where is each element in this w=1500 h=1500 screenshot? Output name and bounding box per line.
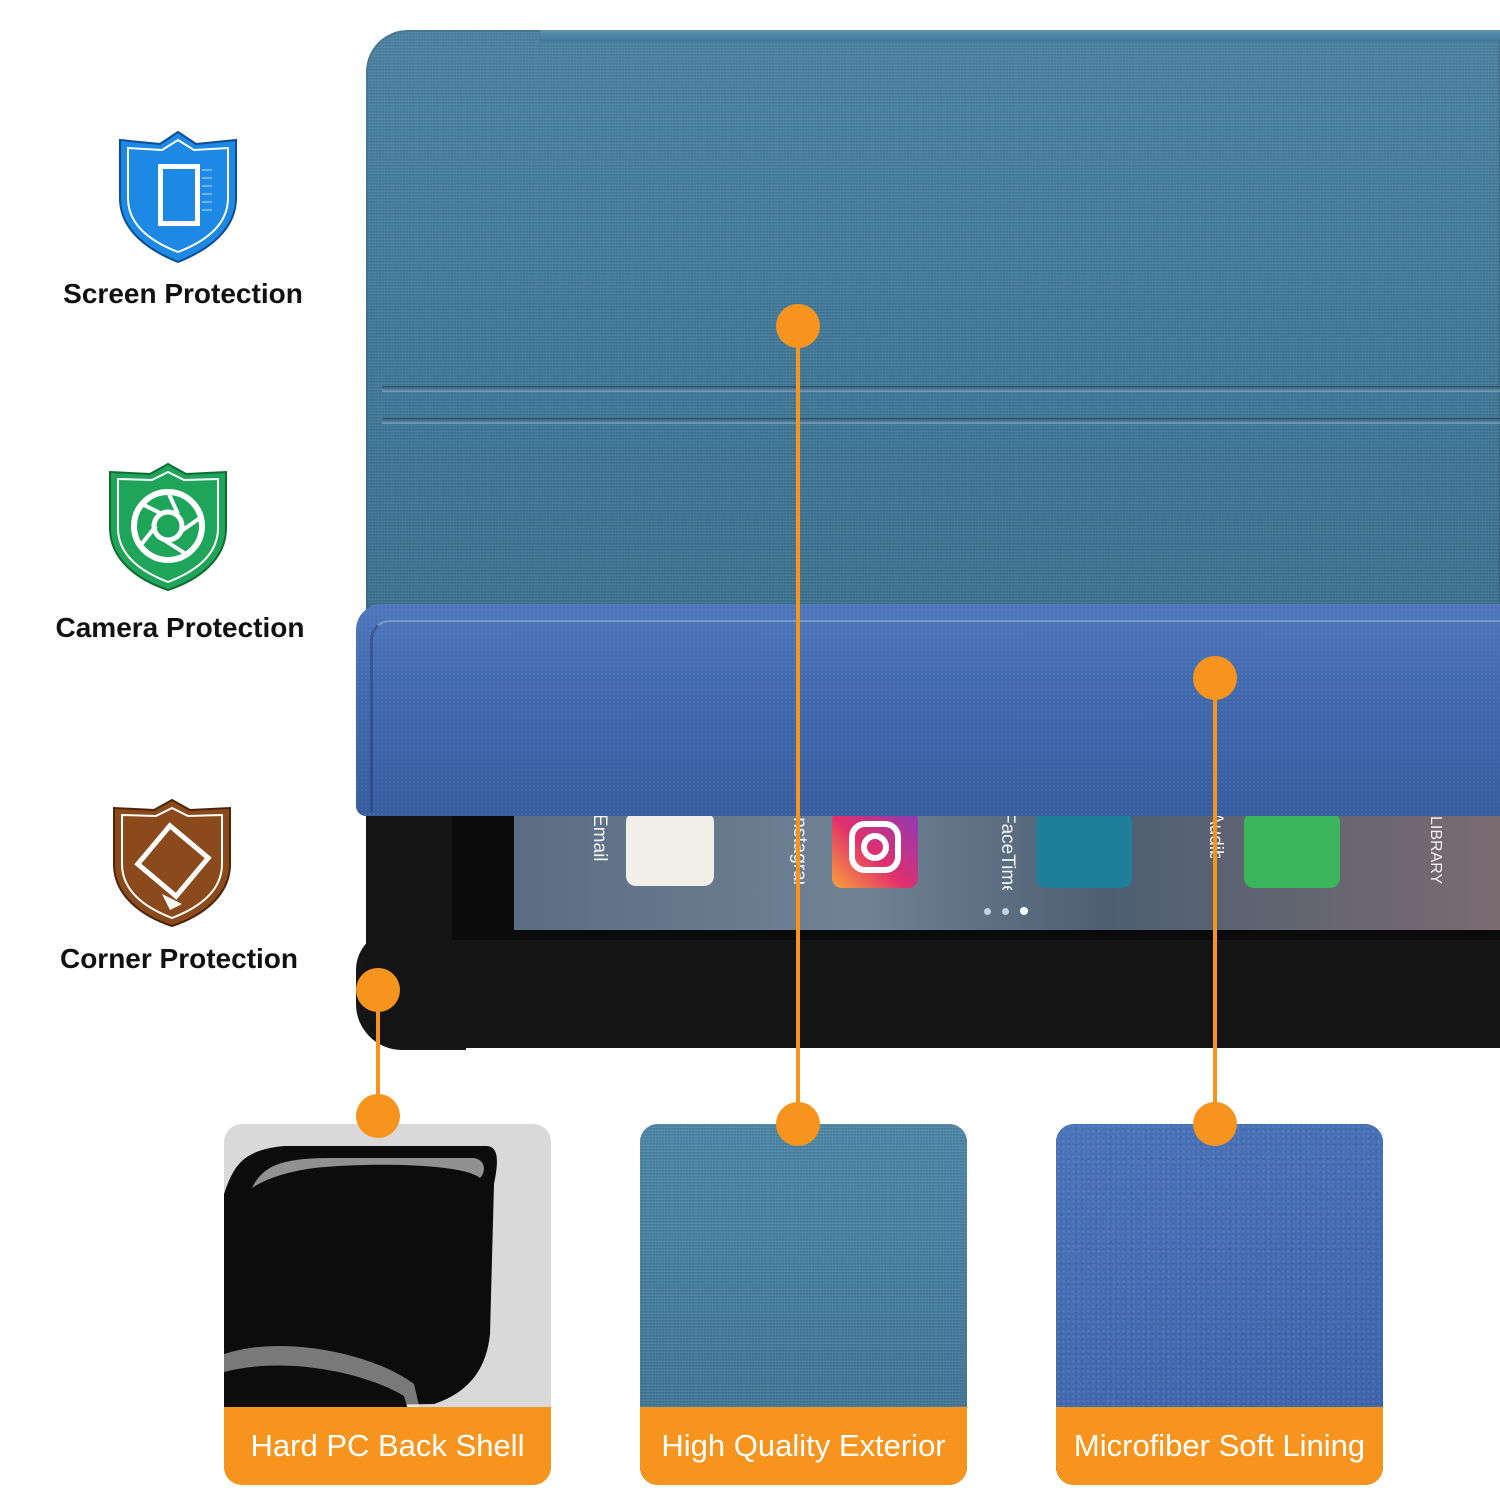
page-indicator-dot — [984, 908, 991, 915]
app-label-facetime: FaceTime — [997, 812, 1018, 890]
feature-label-camera: Camera Protection — [55, 612, 305, 643]
page-indicator-dot-active — [1020, 907, 1028, 915]
cover-top-ridge — [540, 30, 1500, 42]
callout-dot-exterior-card — [776, 1102, 820, 1146]
material-card-lining: Microfiber Soft Lining — [1056, 1124, 1383, 1485]
case-inner-lining-flap — [356, 604, 1500, 816]
material-card-shell: Hard PC Back Shell — [224, 1124, 551, 1485]
feature-label-screen: Screen Protection — [63, 278, 303, 309]
callout-dot-exterior — [776, 304, 820, 348]
lining-flap-edge — [370, 620, 1500, 812]
callout-dot-lining — [1193, 656, 1237, 700]
material-caption-shell: Hard PC Back Shell — [224, 1407, 551, 1485]
callout-line-exterior — [796, 326, 800, 1120]
page-indicator-dot — [1002, 908, 1009, 915]
feature-label-corner: Corner Protection — [59, 943, 299, 974]
cover-fold-line — [382, 418, 1500, 424]
instagram-app-icon — [832, 810, 918, 888]
app-label-email: Email — [589, 814, 610, 862]
case-front-cover — [366, 30, 1500, 630]
callout-dot-lining-card — [1193, 1102, 1237, 1146]
callout-dot-shell-card — [356, 1094, 400, 1138]
material-caption-lining: Microfiber Soft Lining — [1056, 1407, 1383, 1485]
screen-shield-icon — [119, 130, 237, 264]
material-card-exterior: High Quality Exterior — [640, 1124, 967, 1485]
audible-app-icon — [1036, 812, 1132, 888]
callout-line-shell — [376, 990, 380, 1116]
camera-shield-icon — [109, 462, 227, 592]
material-caption-exterior: High Quality Exterior — [640, 1407, 967, 1485]
app-label-library: LIBRARY — [1427, 816, 1444, 885]
cover-fold-line — [382, 386, 1500, 392]
email-app-icon — [626, 812, 714, 886]
callout-dot-corner — [356, 968, 400, 1012]
callout-line-lining — [1213, 678, 1217, 1120]
green-app-icon — [1244, 812, 1340, 888]
corner-shield-icon — [113, 798, 231, 928]
